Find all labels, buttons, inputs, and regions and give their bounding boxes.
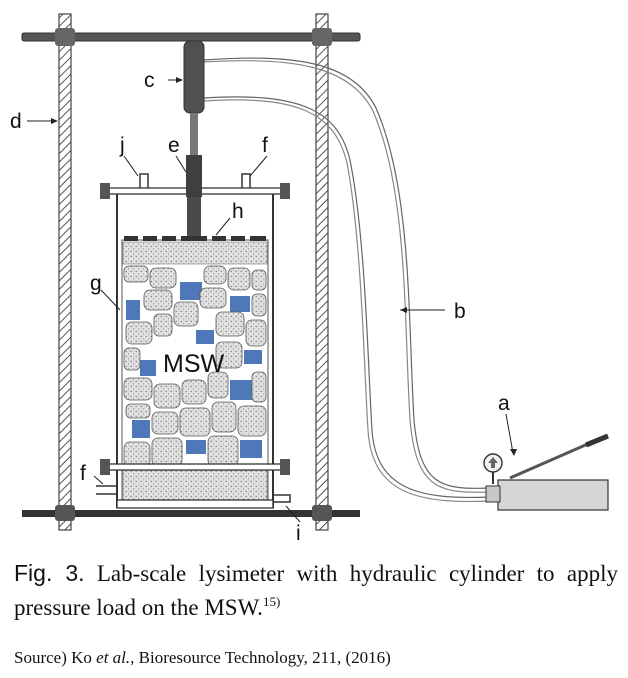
piston-rod-housing <box>186 155 202 197</box>
label-a: a <box>498 392 510 415</box>
hydraulic-hose-inner <box>203 60 491 493</box>
hydraulic-hose-inner-2 <box>203 99 491 503</box>
label-msw: MSW <box>163 350 225 378</box>
source-prefix: Source) Ko <box>14 648 97 667</box>
label-j: j <box>119 134 125 157</box>
bottom-beam-clamp-left <box>55 505 75 521</box>
label-g: g <box>90 272 102 295</box>
top-beam-clamp-left <box>55 28 75 46</box>
leachate-water <box>126 282 262 458</box>
bottom-base <box>116 499 274 509</box>
callout-arrowheads <box>51 77 517 456</box>
loading-plate <box>124 236 266 241</box>
bottom-flange-bolt-right <box>280 459 290 475</box>
port-f-top <box>241 173 251 188</box>
label-i: i <box>296 522 301 545</box>
gauge-arrow <box>488 457 498 468</box>
label-h: h <box>232 200 244 223</box>
top-flange-bolt-left <box>100 183 110 199</box>
gravel-layer-bottom <box>122 469 268 503</box>
figure-number: Fig. 3. <box>14 560 85 586</box>
port-i <box>273 494 291 503</box>
caption-reference: 15) <box>262 594 281 609</box>
piston-rod <box>187 197 201 237</box>
bottom-flange-bolt-left <box>100 459 110 475</box>
gravel-layer-top <box>122 241 268 265</box>
hydraulic-hose-outer <box>203 57 491 489</box>
cylinder-rod <box>190 113 198 155</box>
lysimeter-diagram: a b c d e f f g h i j MSW <box>10 13 609 545</box>
figure-caption: Fig. 3. Lab-scale lysimeter with hydraul… <box>14 556 618 625</box>
source-rest: , Bioresource Technology, 211, (2016) <box>130 648 391 667</box>
source-citation: Source) Ko et al., Bioresource Technolog… <box>14 648 391 668</box>
callout-leaders <box>27 79 514 523</box>
top-flange-bolt-right <box>280 183 290 199</box>
label-b: b <box>454 300 466 323</box>
source-etal: et al. <box>96 648 131 667</box>
label-c: c <box>144 69 155 92</box>
bottom-beam <box>22 510 360 517</box>
label-f-top: f <box>262 134 268 157</box>
msw-fill <box>123 265 267 467</box>
bottom-beam-clamp-right <box>312 505 332 521</box>
label-f-bottom: f <box>80 462 86 485</box>
pump-handle-grip <box>585 433 609 448</box>
caption-text: Lab-scale lysimeter with hydraulic cylin… <box>14 561 618 620</box>
right-post <box>315 13 329 531</box>
hydraulic-pump-fitting <box>485 485 501 503</box>
label-e: e <box>168 134 180 157</box>
hydraulic-hose-outer-2 <box>203 96 491 499</box>
port-f-bottom <box>96 485 118 495</box>
bottom-plate <box>103 463 287 471</box>
label-d: d <box>10 110 22 133</box>
left-post <box>58 13 72 531</box>
port-j <box>139 173 149 188</box>
top-beam-clamp-right <box>312 28 332 46</box>
hydraulic-cylinder <box>183 40 205 114</box>
hydraulic-pump-body <box>497 479 609 511</box>
